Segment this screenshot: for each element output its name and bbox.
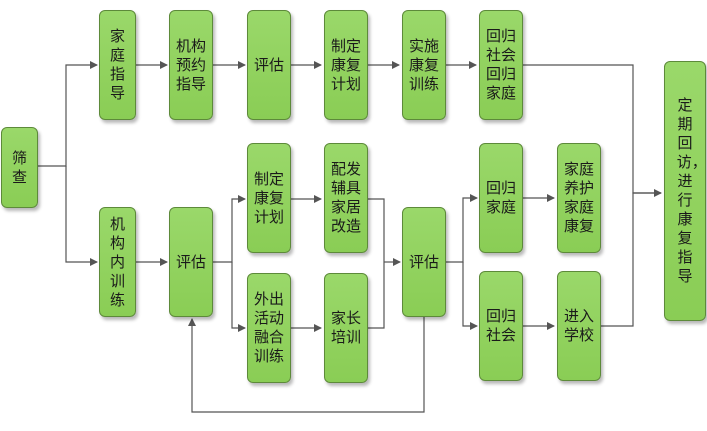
node-aids-home-modification: 配发 辅具 家居 改造 [324,143,368,253]
node-institution-training: 机构内训练 [99,207,136,317]
node-return-society-label: 回归 社会 [485,307,516,344]
node-aids-home-modification-label: 配发 辅具 家居 改造 [330,160,361,235]
node-institution-appointment: 机构 预约 指导 [169,10,213,120]
node-assess-right-label: 评估 [408,252,439,271]
arrow-assess-right-loop-back [188,317,425,413]
node-enter-school: 进入 学校 [557,271,601,381]
node-outdoor-integration: 外出 活动 融合 训练 [247,273,291,383]
node-enter-school-label: 进入 学校 [563,307,594,344]
node-parent-training-label: 家长 培训 [330,309,361,346]
arrow-screening-to-inst-training [65,166,98,266]
node-screening: 筛 查 [1,127,38,208]
arrow-assess-right-to-return-society [462,262,478,330]
node-institution-training-label: 机构内训练 [109,214,125,309]
node-plan-mid-label: 制定 康复 计划 [253,169,284,226]
node-assess-top: 评估 [247,10,291,120]
arrow-screening-to-home-guidance [38,61,98,167]
node-return-top-label: 回归 社会 回归 家庭 [485,27,516,102]
node-followup-label: 定期回访，进行康复指导 [676,96,707,285]
node-parent-training: 家长 培训 [324,273,368,383]
arrow-assess-to-plan-mid [213,195,246,263]
node-plan-top: 制定 康复 计划 [324,10,368,120]
node-implement-training: 实施 康复 训练 [402,10,446,120]
node-plan-top-label: 制定 康复 计划 [330,36,361,93]
arrow-school-to-followup [601,192,661,327]
node-plan-mid: 制定 康复 计划 [247,143,291,253]
node-assess-right: 评估 [402,207,446,317]
arrow-aids-to-assess-right [368,198,385,329]
node-assess-mid-label: 评估 [175,252,206,271]
node-home-guidance: 家庭指导 [99,10,136,120]
node-institution-appointment-label: 机构 预约 指导 [175,36,206,93]
node-return-family: 回归 家庭 [479,143,523,253]
node-implement-training-label: 实施 康复 训练 [408,36,439,93]
node-return-top: 回归 社会 回归 家庭 [479,10,523,120]
node-return-society: 回归 社会 [479,271,523,381]
node-family-care-label: 家庭 养护 家庭 康复 [563,160,594,235]
node-followup: 定期回访，进行康复指导 [664,61,707,321]
node-assess-mid: 评估 [169,207,213,317]
node-family-care: 家庭 养护 家庭 康复 [557,143,601,253]
arrow-assess-to-outdoor [231,262,246,332]
node-outdoor-integration-label: 外出 活动 融合 训练 [253,290,284,365]
node-screening-label: 筛 查 [11,148,27,186]
node-assess-top-label: 评估 [253,55,284,74]
node-return-family-label: 回归 家庭 [485,179,516,216]
arrow-assess-right-to-return-family [446,194,478,263]
node-home-guidance-label: 家庭指导 [109,27,125,102]
